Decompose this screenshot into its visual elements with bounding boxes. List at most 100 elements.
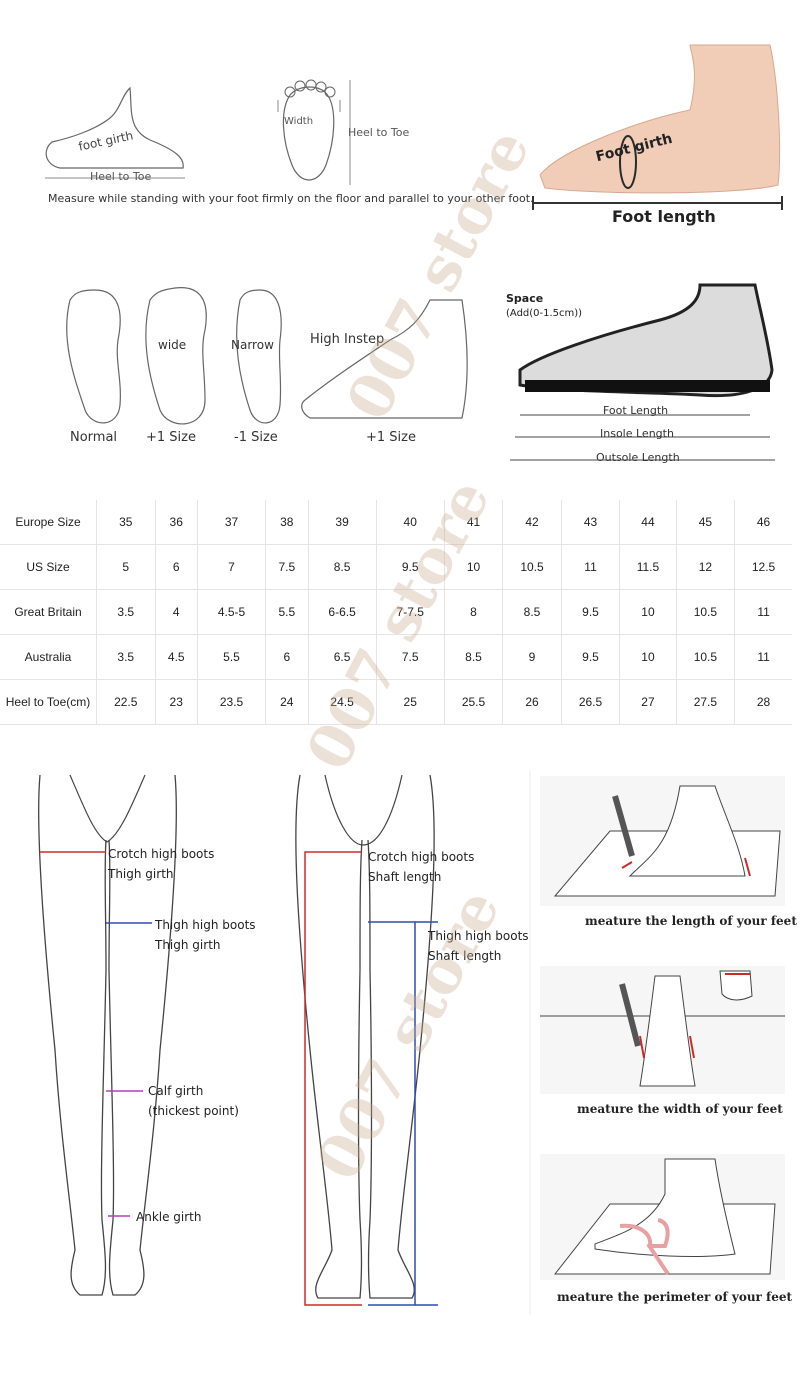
front-calf-line2: (thickest point): [148, 1104, 239, 1118]
size-cell: 23.5: [196, 679, 266, 725]
size-cell: 11: [734, 634, 792, 680]
size-cell: 38: [265, 500, 309, 545]
size-cell: 35: [96, 500, 155, 545]
size-cell: 46: [734, 500, 792, 545]
space-label: Space: [506, 292, 544, 305]
size-cell: 45: [675, 500, 735, 545]
size-cell: 27: [619, 679, 677, 725]
wide-label: wide: [158, 338, 187, 352]
size-cell: 12: [675, 544, 735, 590]
size-cell: 8.5: [502, 589, 562, 635]
size-cell: 6.5: [307, 634, 377, 680]
length-step-drawing: [553, 785, 781, 897]
size-cell: 7.5: [265, 544, 309, 590]
size-cell: 24: [265, 679, 309, 725]
front-calf-label: Calf girth (thickest point): [148, 1081, 239, 1121]
size-cell: 6: [154, 544, 198, 590]
size-cell: 39: [307, 500, 377, 545]
perimeter-step-drawing: [553, 1158, 776, 1276]
back-thigh-label: Thigh high boots Shaft length: [428, 926, 529, 966]
width-step-drawing: [540, 970, 785, 1087]
size-cell: 7: [196, 544, 266, 590]
back-crotch-label: Crotch high boots Shaft length: [368, 847, 474, 887]
measure-perimeter-text: meature the perimeter of your feet: [557, 1290, 793, 1304]
space-add-label: (Add(0-1.5cm)): [506, 308, 583, 319]
outsole-length-label: Outsole Length: [596, 451, 680, 464]
heel-to-toe-label-2: Heel to Toe: [348, 126, 410, 139]
size-cell: 10.5: [675, 634, 735, 680]
size-cell: 25.5: [443, 679, 503, 725]
size-cell: 4.5: [154, 634, 198, 680]
size-cell: 10.5: [502, 544, 562, 590]
size-cell: 10: [619, 589, 677, 635]
size-cell: 8.5: [307, 544, 377, 590]
size-cell: 40: [375, 500, 445, 545]
size-cell: 10: [619, 634, 677, 680]
measure-length-text: meature the length of your feet: [585, 914, 797, 928]
heel-to-toe-label: Heel to Toe: [90, 170, 152, 183]
size-cell: 10: [443, 544, 503, 590]
size-cell: 9.5: [375, 544, 445, 590]
size-cell: 27.5: [675, 679, 735, 725]
leg-drawings: [38, 770, 531, 1315]
size-cell: 26: [502, 679, 562, 725]
foot-length-label: Foot length: [612, 207, 716, 226]
front-crotch-label: Crotch high boots Thigh girth: [108, 844, 214, 884]
size-cell: 5.5: [265, 589, 309, 635]
size-cell: 42: [502, 500, 562, 545]
size-cell: 24.5: [307, 679, 377, 725]
length-step-image: [540, 776, 785, 906]
size-cell: 4.5-5: [196, 589, 266, 635]
narrow-size-label: -1 Size: [234, 430, 278, 445]
leg-measure-illustration: Crotch high boots Thigh girth Thigh high…: [0, 770, 540, 1315]
front-thigh-line1: Thigh high boots: [155, 918, 256, 932]
size-row-label: Heel to Toe(cm): [0, 679, 97, 725]
size-cell: 4: [154, 589, 198, 635]
size-cell: 7.5: [375, 634, 445, 680]
foot-measure-illustration: foot girth Heel to Toe Width Heel to Toe…: [0, 0, 800, 480]
measure-instruction: Measure while standing with your foot fi…: [48, 192, 534, 205]
size-row-label: US Size: [0, 544, 97, 590]
front-ankle-label: Ankle girth: [136, 1210, 202, 1224]
size-cell: 11: [560, 544, 620, 590]
size-cell: 8.5: [443, 634, 503, 680]
size-row-label: Great Britain: [0, 589, 97, 635]
back-crotch-line1: Crotch high boots: [368, 850, 475, 864]
size-row-label: Europe Size: [0, 500, 97, 545]
front-calf-line1: Calf girth: [148, 1084, 204, 1098]
high-instep-size-label: +1 Size: [366, 430, 416, 445]
size-cell: 41: [443, 500, 503, 545]
size-row-label: Australia: [0, 634, 97, 680]
measure-width-text: meature the width of your feet: [577, 1102, 783, 1116]
size-cell: 12.5: [734, 544, 792, 590]
width-step-image: [540, 966, 785, 1094]
shoe-foot-length-label: Foot Length: [603, 404, 669, 417]
narrow-label: Narrow: [231, 338, 274, 352]
size-cell: 6: [265, 634, 309, 680]
front-thigh-line2: Thigh girth: [155, 938, 221, 952]
foot-drawings: [45, 44, 783, 461]
size-cell: 5.5: [196, 634, 266, 680]
size-cell: 22.5: [96, 679, 155, 725]
size-cell: 11.5: [619, 544, 677, 590]
size-cell: 25: [375, 679, 445, 725]
size-cell: 3.5: [96, 634, 155, 680]
size-cell: 5: [96, 544, 155, 590]
front-thigh-label: Thigh high boots Thigh girth: [155, 915, 256, 955]
perimeter-step-image: [540, 1154, 785, 1280]
size-cell: 9.5: [560, 634, 620, 680]
size-cell: 3.5: [96, 589, 155, 635]
size-cell: 44: [619, 500, 677, 545]
normal-label: Normal: [70, 430, 118, 445]
back-thigh-line2: Shaft length: [428, 949, 502, 963]
size-cell: 6-6.5: [307, 589, 377, 635]
insole-length-label: Insole Length: [600, 427, 674, 440]
size-cell: 11: [734, 589, 792, 635]
back-crotch-line2: Shaft length: [368, 870, 442, 884]
size-cell: 37: [196, 500, 266, 545]
